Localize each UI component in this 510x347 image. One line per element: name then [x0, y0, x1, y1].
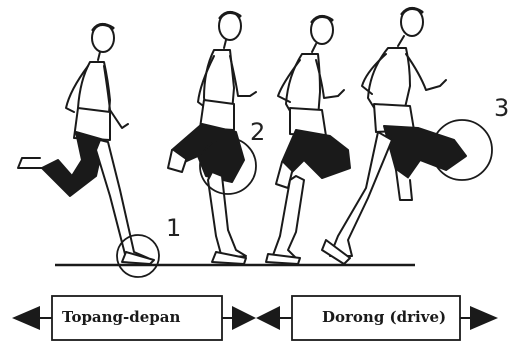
runner-figure-1 — [18, 24, 154, 264]
marker-number-2: 2 — [250, 118, 265, 146]
center-divider-icon — [232, 306, 256, 330]
phase-label-topang-depan: Topang-depan — [62, 308, 180, 326]
runner-figure-4 — [322, 8, 466, 264]
marker-number-3: 3 — [494, 94, 509, 122]
right-arrow-icon — [470, 306, 498, 330]
phase-label-dorong: Dorong (drive) — [322, 308, 446, 326]
runner-figure-3 — [266, 16, 350, 264]
marker-number-1: 1 — [166, 214, 181, 242]
center-divider-icon-right — [256, 306, 280, 330]
left-arrow-icon — [12, 306, 40, 330]
